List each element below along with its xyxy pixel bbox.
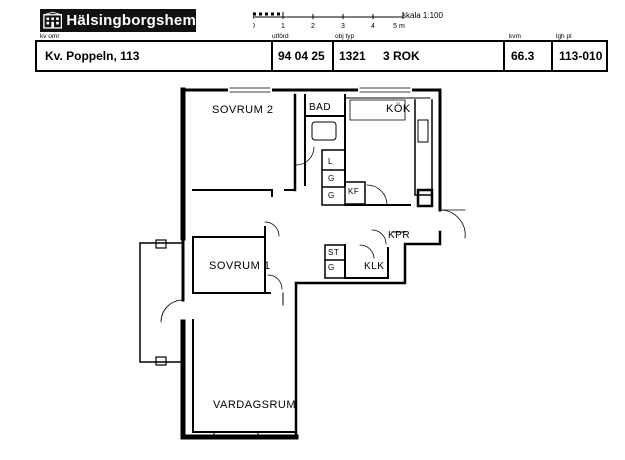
scale-tick-1: 1: [281, 23, 285, 30]
company-name: Hälsingborgshem: [66, 12, 196, 29]
fixture-fridge: KF: [348, 187, 360, 196]
room-label-bedroom2: SOVRUM 2: [212, 104, 274, 116]
kvm-label: kvm: [509, 33, 521, 40]
fixture-wardrobe-g2: G: [328, 191, 335, 200]
info-box: Kv. Poppeln, 113 94 04 25 1321 3 ROK 66.…: [35, 40, 608, 72]
scale-tick-0: 0: [253, 23, 255, 30]
lghpl-label: lgh pl: [556, 33, 572, 40]
fixture-storage: ST: [328, 248, 340, 257]
scale-tick-2: 2: [311, 23, 315, 30]
company-logo: Hälsingborgshem: [40, 9, 196, 32]
divider: [551, 42, 553, 70]
address: Kv. Poppeln, 113: [45, 49, 140, 63]
building-logo-icon: [43, 11, 63, 29]
scale-label: skala 1:100: [402, 11, 443, 20]
objtyp-value: 1321: [339, 49, 366, 63]
scale-tick-3: 3: [341, 23, 345, 30]
fixture-wardrobe-g1: G: [328, 174, 335, 183]
rooms-value: 3 ROK: [383, 49, 420, 63]
room-label-hall: KPR: [388, 230, 411, 241]
scale-tick-4: 4: [371, 23, 375, 30]
room-label-living: VARDAGSRUM: [213, 399, 297, 411]
objtyp-label: obj typ: [335, 33, 355, 40]
room-label-kitchen: KÖK: [386, 103, 411, 115]
divider: [332, 42, 334, 70]
fixture-linen: L: [328, 157, 333, 166]
scale-tick-5: 5 m: [393, 23, 405, 30]
area-value: 66.3: [511, 49, 535, 63]
apartment-no: 113-010: [559, 49, 603, 63]
room-label-bedroom1: SOVRUM 1: [209, 260, 271, 272]
scale-bar: 0 1 2 3 4 5 m: [253, 12, 405, 30]
room-label-bathroom: BAD: [309, 102, 332, 113]
divider: [271, 42, 273, 70]
room-label-closet: KLK: [364, 261, 385, 272]
kv-omr-label: kv omr: [40, 33, 60, 40]
date: 94 04 25: [278, 49, 325, 63]
divider: [503, 42, 505, 70]
utford-label: utförd: [272, 33, 289, 40]
fixture-wardrobe-g3: G: [328, 263, 335, 272]
